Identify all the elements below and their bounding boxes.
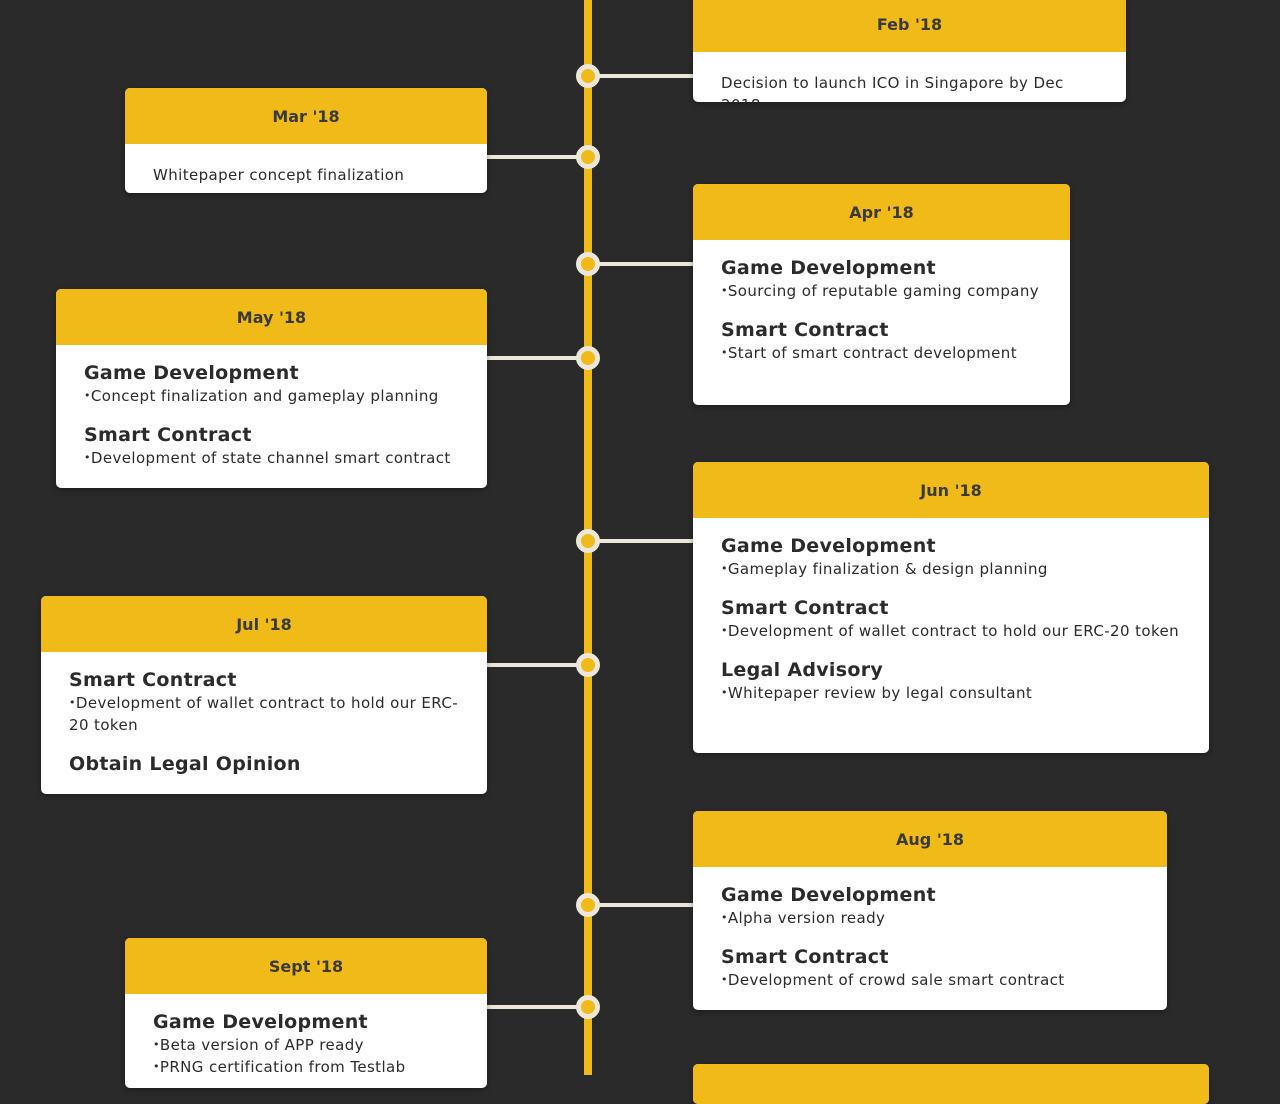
milestone-card-may: May '18 Game Development Concept finaliz… [56, 289, 487, 488]
section-title: Legal Advisory [721, 659, 884, 681]
bullet-item: Gameplay finalization & design planning [721, 558, 1181, 580]
connector [590, 903, 694, 907]
section-title: Game Development [84, 362, 299, 384]
section-title: Game Development [721, 257, 936, 279]
bullet-item: Development of state channel smart contr… [84, 447, 459, 469]
bullet-item: Beta version of APP ready [153, 1034, 459, 1056]
connector [487, 356, 587, 360]
section-title: Game Development [153, 1011, 368, 1033]
bullet-item: Alpha version ready [721, 907, 1139, 929]
section-title: Smart Contract [721, 946, 889, 968]
timeline-node [576, 893, 600, 917]
milestone-date: Feb '18 [693, 0, 1126, 52]
timeline-node [576, 653, 600, 677]
milestone-card-jun: Jun '18 Game Development Gameplay finali… [693, 462, 1209, 753]
bullet-item: Development of crowd sale smart contract [721, 969, 1139, 991]
section-title: Game Development [721, 884, 936, 906]
connector [487, 663, 587, 667]
timeline-node [576, 145, 600, 169]
timeline-node [576, 64, 600, 88]
milestone-date: Sept '18 [125, 938, 487, 994]
milestone-card-next [693, 1064, 1209, 1104]
bullet-item: Development of wallet contract to hold o… [69, 692, 459, 736]
connector [590, 74, 694, 78]
timeline-node [576, 252, 600, 276]
connector [590, 262, 694, 266]
bullet-item: Development of wallet contract to hold o… [721, 620, 1181, 642]
timeline-node [576, 995, 600, 1019]
milestone-card-mar: Mar '18 Whitepaper concept finalization [125, 88, 487, 193]
bullet-item: Whitepaper review by legal consultant [721, 682, 1181, 704]
milestone-date: Mar '18 [125, 88, 487, 144]
timeline-node [576, 529, 600, 553]
milestone-date [693, 1064, 1209, 1104]
section-title: Smart Contract [721, 597, 889, 619]
connector [487, 1005, 587, 1009]
bullet-item: PRNG certification from Testlab [153, 1056, 459, 1078]
bullet-item: Concept finalization and gameplay planni… [84, 385, 459, 407]
connector [590, 539, 694, 543]
milestone-date: Aug '18 [693, 811, 1167, 867]
milestone-card-aug: Aug '18 Game Development Alpha version r… [693, 811, 1167, 1010]
milestone-card-jul: Jul '18 Smart Contract Development of wa… [41, 596, 487, 794]
section-title: Game Development [721, 535, 936, 557]
milestone-text: Whitepaper concept finalization [153, 166, 405, 184]
milestone-card-feb: Feb '18 Decision to launch ICO in Singap… [693, 0, 1126, 102]
section-title: Smart Contract [721, 319, 889, 341]
milestone-date: Jul '18 [41, 596, 487, 652]
section-title: Smart Contract [84, 424, 252, 446]
milestone-card-sep: Sept '18 Game Development Beta version o… [125, 938, 487, 1088]
milestone-date: Apr '18 [693, 184, 1070, 240]
milestone-date: Jun '18 [693, 462, 1209, 518]
milestone-card-apr: Apr '18 Game Development Sourcing of rep… [693, 184, 1070, 405]
connector [487, 155, 587, 159]
bullet-item: Start of smart contract development [721, 342, 1042, 364]
milestone-text: Decision to launch ICO in Singapore by D… [721, 74, 1064, 102]
section-title: Smart Contract [69, 669, 237, 691]
section-title: Obtain Legal Opinion [69, 753, 301, 775]
timeline-node [576, 346, 600, 370]
milestone-date: May '18 [56, 289, 487, 345]
bullet-item: Sourcing of reputable gaming company [721, 280, 1042, 302]
